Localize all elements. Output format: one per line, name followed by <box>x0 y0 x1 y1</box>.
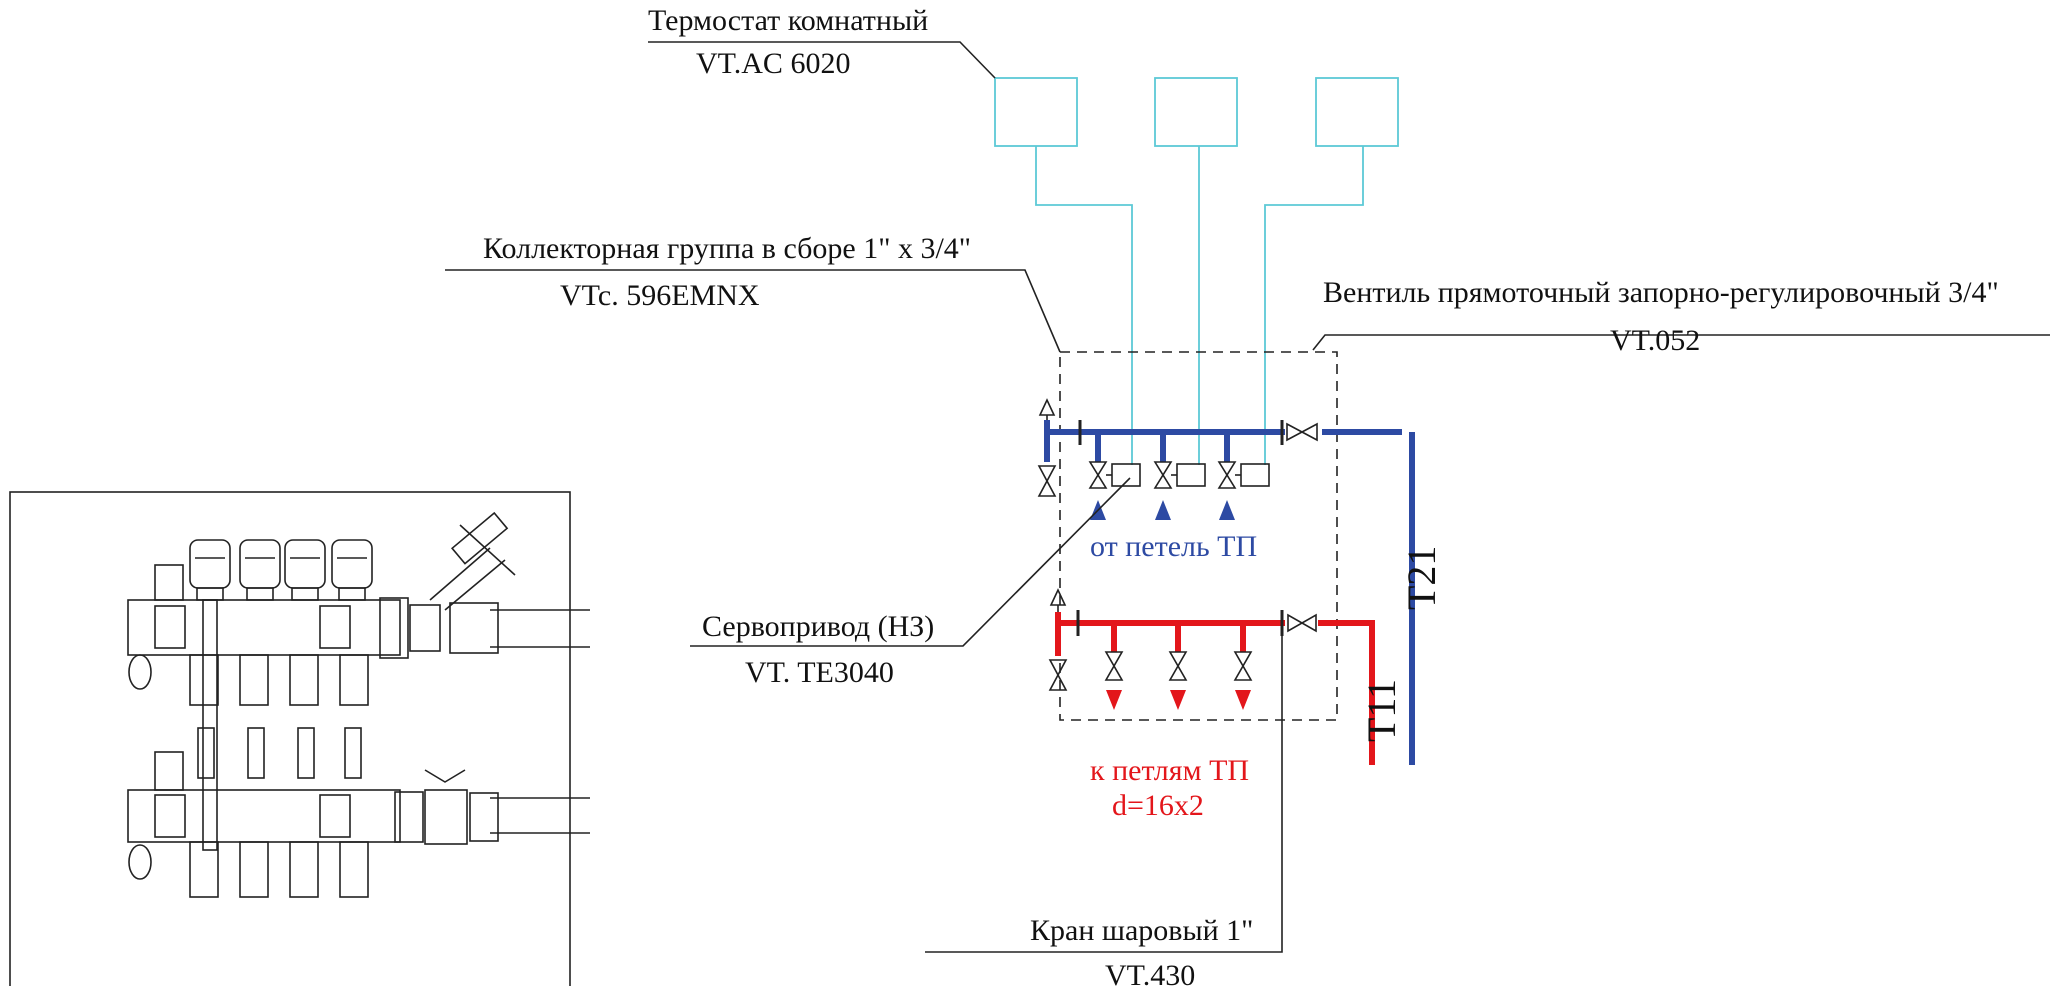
upper-manifold-bar <box>127 564 499 659</box>
manifold-name-label: Коллекторная группа в сборе 1" х 3/4" <box>483 232 971 265</box>
valve-symbol-icon <box>1104 651 1124 681</box>
manifold-code-label: VTc. 596EMNX <box>560 279 760 312</box>
flow-arrow-up-icon <box>1155 500 1171 520</box>
flow-arrow-down-icon <box>1235 690 1251 710</box>
return-loop-valves <box>1088 461 1270 489</box>
ball-valve-handle <box>424 769 466 783</box>
actuator-heads <box>189 539 373 601</box>
leader-lines <box>445 41 2050 953</box>
supply-loop-valves <box>1104 651 1253 681</box>
thermostat-name-label: Термостат комнатный <box>648 4 928 37</box>
air-vent-upper <box>154 564 184 601</box>
valve-symbol-icon <box>1168 651 1188 681</box>
supply-air-vent <box>1048 588 1068 691</box>
air-vent-lower <box>154 751 184 791</box>
thermostats <box>994 77 1399 147</box>
return-pipe-label: Т21 <box>1399 546 1444 610</box>
thermostat-box-icon <box>1154 77 1238 147</box>
actuator-name-label: Сервопривод (НЗ) <box>702 610 934 643</box>
drain-valves <box>128 654 152 880</box>
pipe-designations <box>1369 432 1415 765</box>
to-loops-label: к петлям ТП <box>1090 754 1249 787</box>
thermostat-box-icon <box>1315 77 1399 147</box>
manifold-drawing <box>9 491 590 986</box>
ballvalve-name-label: Кран шаровый 1" <box>1030 914 1253 947</box>
valve-symbol-icon <box>1233 651 1253 681</box>
thermostat-code-label: VT.AC 6020 <box>696 47 850 80</box>
flow-meters <box>197 727 362 779</box>
lower-outlets <box>189 841 369 898</box>
thermostat-box-icon <box>994 77 1078 147</box>
valve-symbol-icon <box>1048 659 1068 691</box>
manifold-boundary <box>1059 351 1338 721</box>
flow-arrows-return <box>1090 500 1235 520</box>
actuator-head-3 <box>284 539 326 601</box>
return-air-vent <box>1037 398 1057 497</box>
valve-symbol-icon <box>1287 613 1317 633</box>
actuator-code-label: VT. TE3040 <box>745 656 894 689</box>
actuator-head-4 <box>331 539 373 601</box>
flow-arrow-down-icon <box>1106 690 1122 710</box>
actuator-head-2 <box>239 539 281 601</box>
from-loops-label: от петель ТП <box>1090 530 1257 563</box>
valve-name-label: Вентиль прямоточный запорно-регулировочн… <box>1323 276 1999 309</box>
lower-manifold-bar <box>127 751 499 845</box>
supply-header <box>1055 610 1375 765</box>
flow-arrows-supply <box>1106 690 1251 710</box>
feed-pipes <box>490 609 590 834</box>
flow-arrow-down-icon <box>1170 690 1186 710</box>
upper-outlets <box>189 654 369 706</box>
actuator-head-1 <box>189 539 231 601</box>
thermostat-wiring <box>1035 146 1364 465</box>
servo-actuator-icon <box>1240 463 1270 487</box>
valve-code-label: VT.052 <box>1610 324 1700 357</box>
valve-symbol-icon <box>1088 461 1108 489</box>
servo-actuator-icon <box>1176 463 1206 487</box>
pipe-size-label: d=16х2 <box>1112 789 1204 822</box>
valve-symbol-icon <box>1217 461 1237 489</box>
labels: Термостат комнатный VT.AC 6020 Коллектор… <box>483 4 1999 986</box>
supply-pipe-label: Т11 <box>1359 679 1404 742</box>
straight-valve-handwheel <box>429 511 516 611</box>
flow-arrow-up-icon <box>1219 500 1235 520</box>
valve-symbol-icon <box>1037 465 1057 497</box>
drawing-frame <box>9 491 571 986</box>
valve-symbol-icon <box>1153 461 1173 489</box>
valve-symbol-icon <box>1286 422 1318 442</box>
mounting-bracket <box>202 599 218 851</box>
ballvalve-code-label: VT.430 <box>1105 959 1195 986</box>
